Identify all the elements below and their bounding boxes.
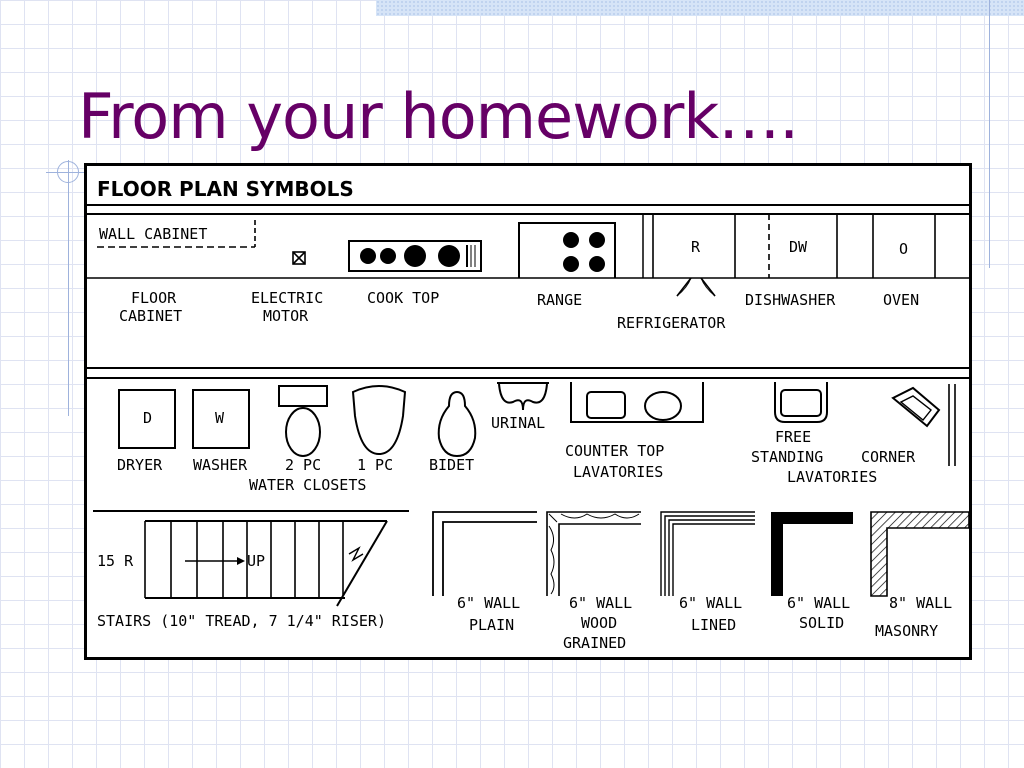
washer-label: WASHER [193, 456, 248, 474]
floor-cabinet-label-line2: CABINET [119, 307, 182, 325]
range-label: RANGE [537, 291, 582, 309]
row1-frame-lines [87, 204, 969, 379]
electric-motor-label-line1: ELECTRIC [251, 289, 323, 307]
masonry-wall-label-line2: MASONRY [875, 622, 938, 640]
solid-wall-symbol [771, 512, 853, 596]
two-piece-label: 2 PC [285, 456, 321, 474]
wood-wall-label-line3: GRAINED [563, 634, 626, 652]
refrigerator-label: REFRIGERATOR [617, 314, 726, 332]
plain-wall-label-line1: 6" WALL [457, 594, 520, 612]
wood-wall-label-line2: WOOD [581, 614, 617, 632]
top-decorative-band [376, 0, 1024, 16]
dishwasher-symbol [768, 214, 838, 278]
refrigerator-symbol [652, 214, 736, 297]
sheet-heading: FLOOR PLAN SYMBOLS [97, 177, 354, 201]
two-piece-water-closet-symbol [278, 385, 328, 457]
counter-top-lavatories-label-line2: LAVATORIES [573, 463, 663, 481]
dryer-label: DRYER [117, 456, 163, 474]
plain-wall-label-line2: PLAIN [469, 616, 514, 634]
floor-plan-symbols-sheet: FLOOR PLAN SYMBOLS WALL CABINET [84, 163, 972, 660]
corner-lavatory-symbol [891, 386, 941, 428]
wall-cabinet-label: WALL CABINET [99, 225, 207, 243]
counter-top-lavatories-symbol [570, 382, 704, 423]
cook-top-symbol [348, 240, 482, 272]
urinal-symbol [497, 382, 549, 411]
floor-plan-symbols-diagram: FLOOR PLAN SYMBOLS WALL CABINET [87, 177, 969, 652]
lined-wall-label-line2: LINED [691, 616, 736, 634]
electric-motor-symbol [292, 251, 306, 265]
dishwasher-label: DISHWASHER [745, 291, 836, 309]
one-piece-label: 1 PC [357, 456, 393, 474]
oven-label: OVEN [883, 291, 919, 309]
cook-top-label: COOK TOP [367, 289, 439, 307]
lined-wall-label-line1: 6" WALL [679, 594, 742, 612]
lined-wall-symbol [660, 511, 755, 596]
wood-grained-wall-symbol [546, 511, 641, 596]
left-accent-line [68, 160, 69, 416]
solid-wall-label-line2: SOLID [799, 614, 844, 632]
lavatories-label: LAVATORIES [787, 468, 877, 486]
oven-mark: O [899, 240, 908, 258]
water-closets-label: WATER CLOSETS [249, 476, 366, 494]
urinal-label: URINAL [491, 414, 545, 432]
corner-label: CORNER [861, 448, 916, 466]
dryer-symbol [118, 389, 176, 449]
free-standing-label-line1: FREE [775, 428, 811, 446]
masonry-wall-label-line1: 8" WALL [889, 594, 952, 612]
washer-symbol [192, 389, 250, 449]
free-standing-lavatory-symbol [774, 382, 828, 423]
dryer-mark: D [143, 409, 152, 427]
counter-top-lavatories-label-line1: COUNTER TOP [565, 442, 664, 460]
masonry-wall-symbol [870, 511, 969, 597]
bidet-symbol [437, 390, 477, 458]
washer-mark: W [215, 409, 225, 427]
floor-cabinet-label-line1: FLOOR [131, 289, 177, 307]
refrigerator-mark: R [691, 238, 701, 256]
dishwasher-mark: DW [789, 238, 808, 256]
solid-wall-label-line1: 6" WALL [787, 594, 850, 612]
stairs-risers-label: 15 R [97, 552, 134, 570]
range-symbol [518, 214, 644, 278]
wall-cabinet-symbol [97, 220, 256, 248]
slide-title: From your homework…. [78, 80, 799, 153]
right-accent-line [989, 0, 990, 268]
free-standing-label-line2: STANDING [751, 448, 823, 466]
row2-frame-lines [948, 384, 956, 466]
stairs-symbol [93, 510, 409, 607]
bidet-label: BIDET [429, 456, 474, 474]
stairs-up-label: UP [247, 552, 265, 570]
one-piece-water-closet-symbol [351, 385, 407, 456]
electric-motor-label-line2: MOTOR [263, 307, 309, 325]
plain-wall-symbol [432, 511, 537, 596]
crosshair-ornament [57, 161, 79, 183]
oven-symbol [872, 214, 936, 278]
wood-wall-label-line1: 6" WALL [569, 594, 632, 612]
stairs-label: STAIRS (10" TREAD, 7 1/4" RISER) [97, 612, 386, 630]
